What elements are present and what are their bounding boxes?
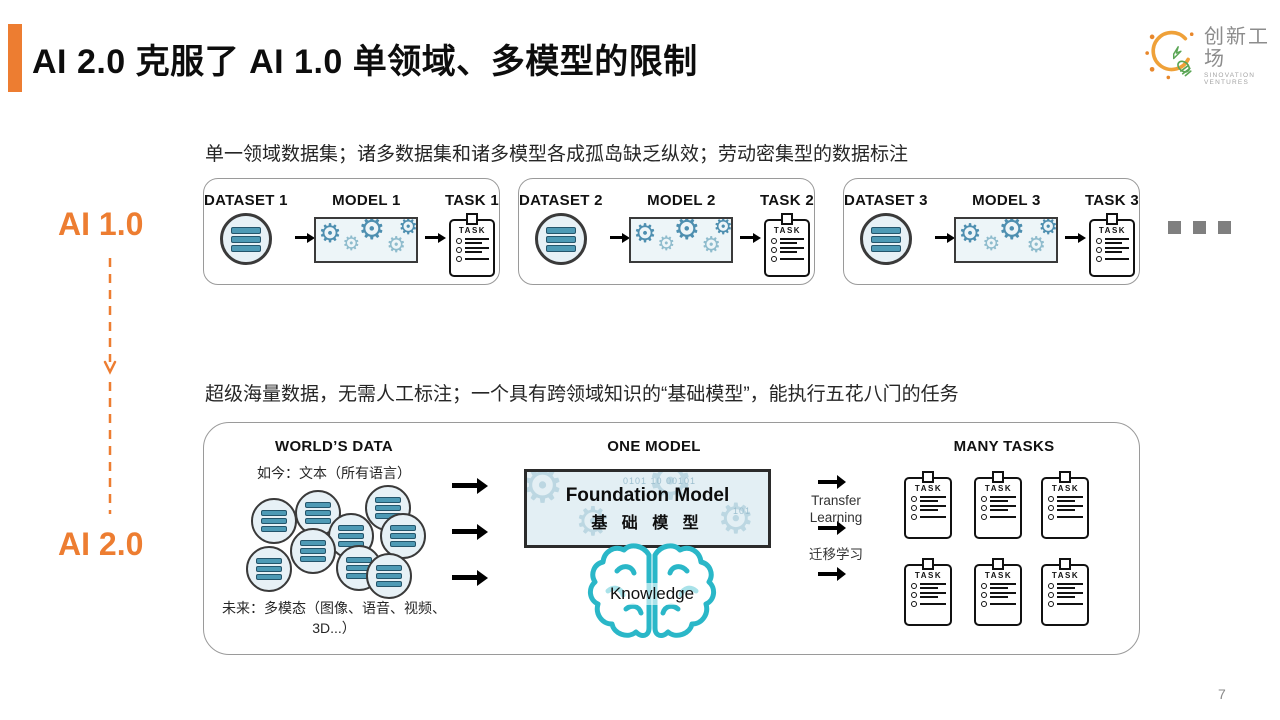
task-clipboard-icon: TASK [1041, 558, 1089, 626]
ai2-description: 超级海量数据，无需人工标注；一个具有跨领域知识的“基础模型”，能执行五花八门的任… [205, 384, 959, 405]
dataset-item: DATASET 1 [204, 192, 288, 265]
right-arrow-icon [452, 575, 477, 580]
database-icon [295, 490, 341, 536]
database-icon [290, 528, 336, 574]
database-icon [380, 513, 426, 559]
database-icon [246, 546, 292, 592]
gears-model-icon: ⚙ ⚙ ⚙ ⚙ ⚙ [629, 217, 734, 263]
right-arrow-icon [818, 572, 837, 576]
task-clipboard-icon: TASK [904, 558, 952, 626]
foundation-model-box: ⚙ ⚙ ⚙ ⚙ 0101 10 00101 101 Foundation Mod… [524, 469, 771, 548]
model-label: MODEL 2 [647, 192, 716, 209]
dataset-label: DATASET 1 [204, 192, 288, 209]
database-icon [366, 553, 412, 599]
many-tasks-header: MANY TASKS [953, 438, 1055, 455]
knowledge-label: Knowledge [601, 583, 703, 605]
dataset-item: DATASET 3 [844, 192, 928, 265]
task-clipboard-icon: TASK [974, 471, 1022, 539]
transfer-learning-text: Transfer [811, 493, 861, 508]
task-item: TASK 3 TASK [1085, 192, 1139, 277]
sinovation-logo-icon [1144, 27, 1198, 86]
model-item: MODEL 3 ⚙ ⚙ ⚙ ⚙ ⚙ [954, 192, 1059, 263]
dataset-label: DATASET 2 [519, 192, 603, 209]
logo-company-name: 创新工场 [1204, 26, 1270, 70]
model-item: MODEL 1 ⚙ ⚙ ⚙ ⚙ ⚙ [314, 192, 419, 263]
pipeline-box-2: DATASET 2 MODEL 2 ⚙ ⚙ ⚙ ⚙ ⚙ TASK 2 TASK [518, 178, 815, 285]
task-item: TASK 1 TASK [445, 192, 499, 277]
task-clipboard-icon: TASK [1088, 213, 1135, 277]
right-arrow-icon [452, 483, 477, 488]
task-label: TASK 3 [1084, 192, 1139, 209]
pipeline-box-3: DATASET 3 MODEL 3 ⚙ ⚙ ⚙ ⚙ ⚙ TASK 3 TASK [843, 178, 1140, 285]
database-icon [859, 213, 912, 265]
worlds-data-header: WORLD’S DATA [274, 438, 394, 455]
logo-text: 创新工场 SINOVATION VENTURES [1204, 26, 1280, 86]
ai1-label: AI 1.0 [58, 206, 144, 242]
database-icon [251, 498, 297, 544]
right-arrow-icon [425, 236, 438, 239]
model-label: MODEL 3 [972, 192, 1041, 209]
one-model-header: ONE MODEL [607, 438, 701, 455]
model-item: MODEL 2 ⚙ ⚙ ⚙ ⚙ ⚙ [629, 192, 734, 263]
database-icon [219, 213, 272, 265]
transfer-learning-text: Learning [809, 510, 863, 525]
task-clipboard-icon: TASK [1041, 471, 1089, 539]
pipeline-box-1: DATASET 1 MODEL 1 ⚙ ⚙ ⚙ ⚙ ⚙ TASK 1 TASK [203, 178, 500, 285]
right-arrow-icon [818, 526, 837, 530]
ai1-description: 单一领域数据集；诸多数据集和诸多模型各成孤岛缺乏纵效；劳动密集型的数据标注 [205, 144, 909, 165]
foundation-model-title-en: Foundation Model [565, 484, 730, 506]
task-item: TASK 2 TASK [760, 192, 814, 277]
knowledge-brain-icon: Knowledge [587, 539, 717, 644]
ai2-label: AI 2.0 [58, 526, 144, 562]
task-clipboard-icon: TASK [904, 471, 952, 539]
task-clipboard-icon: TASK [448, 213, 495, 277]
gears-model-icon: ⚙ ⚙ ⚙ ⚙ ⚙ [314, 217, 419, 263]
logo-subtitle: SINOVATION VENTURES [1204, 72, 1256, 87]
right-arrow-icon [740, 236, 753, 239]
ai2-foundation-box: WORLD’S DATA 如今：文本（所有语言） 未来：多模态（图像、语音、视频… [203, 422, 1140, 655]
dataset-label: DATASET 3 [844, 192, 928, 209]
worlds-data-now-text: 如今：文本（所有语言） [257, 465, 411, 481]
gears-model-icon: ⚙ ⚙ ⚙ ⚙ ⚙ [954, 217, 1059, 263]
model-label: MODEL 1 [332, 192, 401, 209]
right-arrow-icon [294, 236, 308, 239]
task-label: TASK 1 [444, 192, 499, 209]
company-logo: 创新工场 SINOVATION VENTURES [1144, 26, 1280, 86]
foundation-model-title-zh: 基 础 模 型 [591, 514, 704, 532]
right-arrow-icon [818, 480, 837, 484]
worlds-data-future-text: 未来：多模态（图像、语音、视频、3D...） [222, 600, 446, 636]
right-arrow-icon [609, 236, 623, 239]
transfer-learning-zh-text: 迁移学习 [809, 547, 863, 562]
right-arrow-icon [934, 236, 948, 239]
page-title: AI 2.0 克服了 AI 1.0 单领域、多模型的限制 [32, 43, 698, 81]
right-arrow-icon [452, 529, 477, 534]
ellipsis-dots [1168, 221, 1231, 234]
title-accent-bar [8, 24, 22, 92]
task-clipboard-icon: TASK [763, 213, 810, 277]
database-icon [534, 213, 587, 265]
right-arrow-icon [1065, 236, 1078, 239]
page-number: 7 [1218, 686, 1226, 702]
ai1-to-ai2-dashed-arrow [101, 256, 119, 523]
task-label: TASK 2 [759, 192, 814, 209]
task-clipboard-icon: TASK [974, 558, 1022, 626]
dataset-item: DATASET 2 [519, 192, 603, 265]
